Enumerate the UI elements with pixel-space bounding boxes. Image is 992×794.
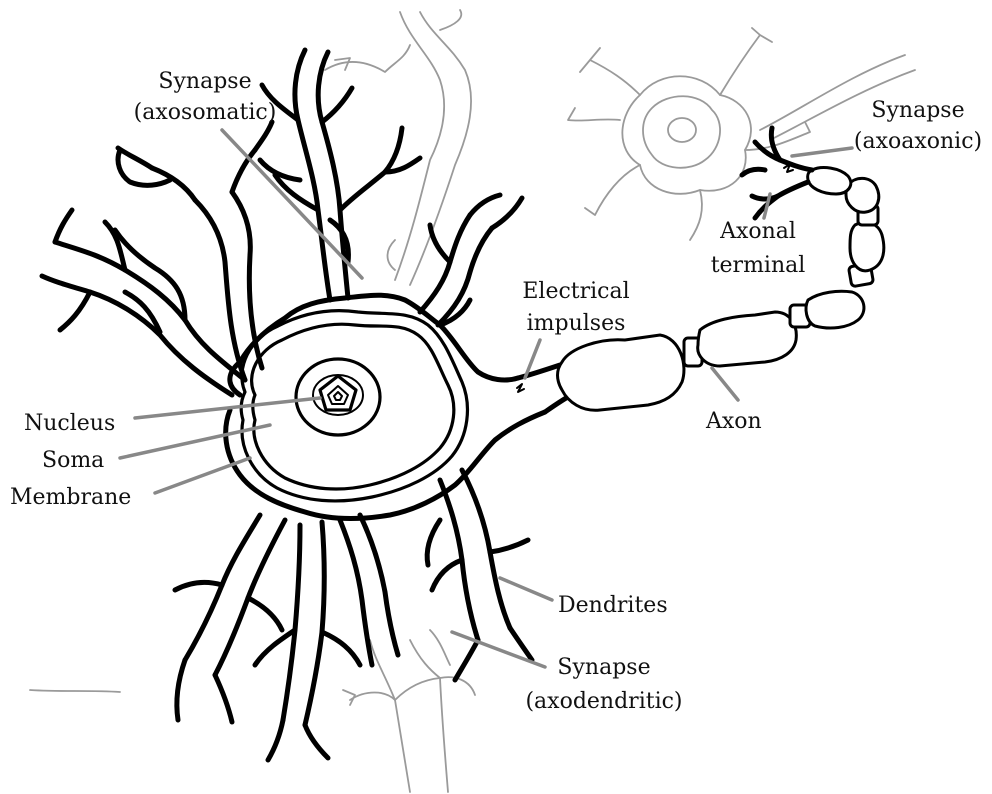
label-dendrites: Dendrites [558,593,668,618]
label-soma: Soma [42,448,104,473]
leader-axon [712,368,738,400]
label-axonal-terminal-line2: terminal [711,253,806,278]
leader-dendrites [500,578,552,600]
label-nucleus: Nucleus [24,411,115,436]
axonal-terminal [742,128,812,218]
label-membrane: Membrane [10,485,131,510]
nucleus [296,359,380,435]
label-electrical-impulses-line1: Electrical [522,279,629,304]
label-synapse-axoaxonic-line2: (axoaxonic) [854,129,982,154]
leader-synapse-axoaxonic [792,148,852,156]
label-synapse-axosomatic-line1: Synapse [158,69,251,94]
label-axon: Axon [705,409,762,434]
label-axonal-terminal-line1: Axonal [719,219,796,244]
leader-membrane [155,458,250,493]
label-electrical-impulses-line2: impulses [527,311,626,336]
background-neuron-bottom [30,630,475,792]
label-synapse-axoaxonic-line1: Synapse [871,98,964,123]
label-synapse-axodendritic-line2: (axodendritic) [525,689,682,714]
leader-lines [120,130,852,667]
label-synapse-axodendritic-line1: Synapse [557,655,650,680]
labels: Synapse (axosomatic) Synapse (axoaxonic)… [10,69,982,714]
label-synapse-axosomatic-line2: (axosomatic) [134,100,277,125]
membrane [241,311,467,501]
